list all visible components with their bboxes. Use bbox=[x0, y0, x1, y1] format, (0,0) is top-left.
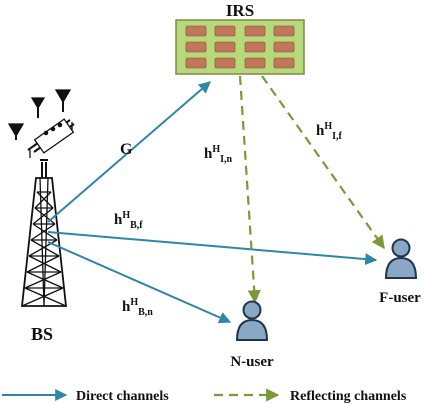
near-user-icon bbox=[235, 300, 269, 341]
far-user-label: F-user bbox=[379, 290, 421, 306]
reflecting-channel-if bbox=[261, 75, 385, 250]
legend: Direct channels Reflecting channels bbox=[2, 388, 407, 404]
channel-label-g: G bbox=[120, 141, 133, 158]
direct-channel-bn bbox=[47, 241, 232, 324]
irs-label: IRS bbox=[226, 1, 254, 20]
direct-channel-bf bbox=[47, 231, 378, 266]
irs-panel-icon bbox=[175, 19, 305, 75]
legend-direct-label: Direct channels bbox=[76, 389, 169, 404]
legend-reflecting-label: Reflecting channels bbox=[290, 389, 407, 404]
near-user-label: N-user bbox=[230, 354, 274, 370]
cell-tower-icon bbox=[7, 89, 75, 307]
direct-channel-g bbox=[47, 81, 211, 223]
reflecting-channel-in bbox=[238, 75, 261, 304]
channel-label-hif: hHI,f bbox=[316, 121, 343, 142]
channel-label-hbn: hHB,n bbox=[122, 297, 153, 318]
bs-label: BS bbox=[31, 324, 53, 344]
far-user-icon bbox=[384, 238, 418, 279]
channel-label-hbf: hHB,f bbox=[114, 210, 143, 231]
channel-label-hin: hHI,n bbox=[204, 144, 233, 165]
